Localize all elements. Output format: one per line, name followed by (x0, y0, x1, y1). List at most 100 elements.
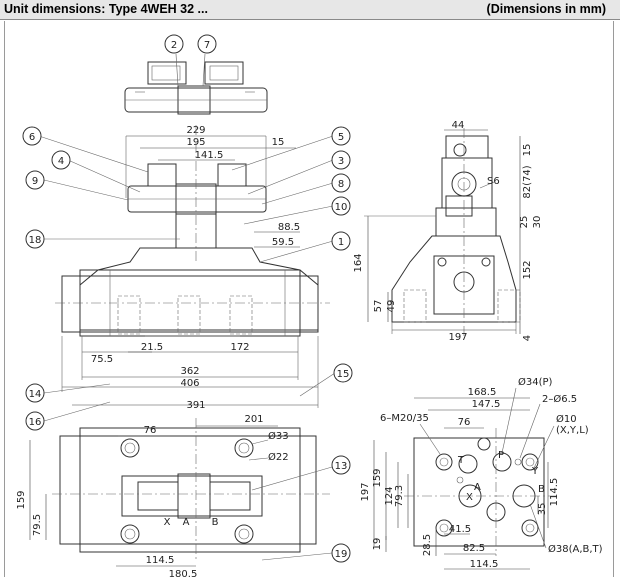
svg-text:28.5: 28.5 (422, 534, 433, 556)
svg-text:6–M20/35: 6–M20/35 (380, 413, 429, 424)
balloon-6: 6 (22, 126, 42, 146)
svg-text:152: 152 (522, 260, 533, 279)
svg-text:82(74): 82(74) (522, 165, 533, 198)
svg-text:362: 362 (180, 366, 199, 377)
svg-text:406: 406 (180, 378, 199, 389)
plan-view-dimensions: 76 201 Ø33 Ø22 159 79.5 114.5 180.5 (16, 414, 333, 577)
svg-text:19: 19 (372, 538, 383, 551)
svg-text:18: 18 (29, 235, 42, 246)
svg-text:14: 14 (29, 389, 42, 400)
svg-text:159: 159 (372, 468, 383, 487)
svg-text:A: A (183, 517, 190, 528)
drawing-frame (4, 21, 614, 577)
svg-text:X: X (466, 492, 473, 503)
svg-text:15: 15 (522, 144, 533, 157)
svg-text:6: 6 (29, 132, 35, 143)
svg-text:195: 195 (186, 137, 205, 148)
svg-text:15: 15 (272, 137, 285, 148)
svg-text:82.5: 82.5 (463, 543, 485, 554)
svg-text:S6: S6 (487, 176, 500, 187)
balloon-1: 1 (331, 231, 351, 251)
svg-text:2: 2 (171, 40, 177, 51)
svg-text:P: P (498, 450, 504, 461)
front-view-dimensions: 229 195 141.5 15 (125, 125, 296, 198)
balloon-2: 2 (164, 34, 184, 54)
svg-text:391: 391 (186, 400, 205, 411)
balloon-5: 5 (331, 126, 351, 146)
svg-text:T: T (457, 455, 465, 466)
svg-text:Y: Y (531, 466, 539, 477)
svg-text:49: 49 (386, 300, 397, 313)
svg-text:Ø34(P): Ø34(P) (518, 376, 553, 388)
svg-text:44: 44 (452, 120, 465, 131)
mounting-surface: P T A B Y X (404, 428, 556, 556)
svg-text:A: A (474, 482, 481, 493)
svg-text:168.5: 168.5 (468, 387, 497, 398)
front-pilot-valve (127, 125, 267, 262)
side-view (391, 128, 521, 336)
svg-text:7: 7 (204, 40, 210, 51)
svg-text:114.5: 114.5 (549, 478, 560, 507)
svg-text:5: 5 (338, 132, 344, 143)
svg-text:79.5: 79.5 (32, 514, 43, 536)
svg-text:13: 13 (335, 461, 348, 472)
svg-text:3: 3 (338, 156, 344, 167)
svg-text:172: 172 (230, 342, 249, 353)
balloon-13: 13 (331, 455, 351, 475)
svg-text:59.5: 59.5 (272, 237, 294, 248)
balloon-18: 18 (25, 229, 45, 249)
side-view-dimensions: 44 15 82(74) 25 30 152 4 S6 164 57 49 19… (353, 120, 543, 343)
svg-text:19: 19 (335, 549, 348, 560)
svg-text:B: B (538, 484, 545, 495)
front-leaders (38, 135, 336, 422)
svg-text:159: 159 (16, 490, 27, 509)
svg-text:4: 4 (522, 335, 533, 341)
svg-text:201: 201 (244, 414, 263, 425)
svg-text:141.5: 141.5 (195, 150, 224, 161)
svg-text:1: 1 (338, 237, 344, 248)
svg-text:76: 76 (144, 425, 157, 436)
svg-text:35: 35 (537, 503, 548, 516)
pilot-valve-top-view (124, 61, 268, 115)
svg-text:Ø22: Ø22 (268, 451, 289, 463)
balloon-9: 9 (25, 170, 45, 190)
svg-text:76: 76 (458, 417, 471, 428)
svg-text:15: 15 (337, 369, 350, 380)
svg-text:147.5: 147.5 (472, 399, 501, 410)
balloon-14: 14 (25, 383, 45, 403)
front-lower-dimensions: 88.5 59.5 75.5 21.5 172 362 406 391 (61, 222, 319, 411)
balloon-7: 7 (197, 34, 217, 54)
svg-text:79.3: 79.3 (394, 485, 405, 507)
page-title: Unit dimensions: Type 4WEH 32 ... (4, 2, 208, 16)
svg-text:25: 25 (519, 216, 530, 229)
svg-text:16: 16 (29, 417, 42, 428)
svg-text:30: 30 (532, 216, 543, 229)
svg-text:114.5: 114.5 (146, 555, 175, 566)
front-main-valve (55, 247, 330, 337)
header-bar: Unit dimensions: Type 4WEH 32 ... (Dimen… (0, 0, 620, 20)
svg-text:(X,Y,L): (X,Y,L) (556, 425, 589, 436)
svg-text:75.5: 75.5 (91, 354, 113, 365)
svg-text:9: 9 (32, 176, 38, 187)
svg-text:57: 57 (373, 300, 384, 313)
balloon-15: 15 (333, 363, 353, 383)
svg-text:180.5: 180.5 (169, 569, 198, 577)
svg-text:Ø10: Ø10 (556, 413, 577, 425)
svg-text:114.5: 114.5 (470, 559, 499, 570)
balloon-10: 10 (331, 196, 351, 216)
svg-text:2–Ø6.5: 2–Ø6.5 (542, 393, 577, 405)
balloon-3: 3 (331, 150, 351, 170)
mounting-surface-dimensions: 168.5 147.5 Ø34(P) 2–Ø6.5 6–M20/35 76 Ø1… (360, 376, 603, 570)
svg-text:10: 10 (335, 202, 348, 213)
svg-text:B: B (212, 517, 219, 528)
svg-text:41.5: 41.5 (449, 524, 471, 535)
balloon-8: 8 (331, 173, 351, 193)
svg-text:4: 4 (58, 156, 64, 167)
plan-view: X A B (52, 418, 330, 560)
svg-text:8: 8 (338, 179, 344, 190)
units-note: (Dimensions in mm) (486, 2, 606, 16)
svg-text:124: 124 (384, 486, 395, 505)
svg-text:197: 197 (360, 482, 371, 501)
balloon-4: 4 (51, 150, 71, 170)
